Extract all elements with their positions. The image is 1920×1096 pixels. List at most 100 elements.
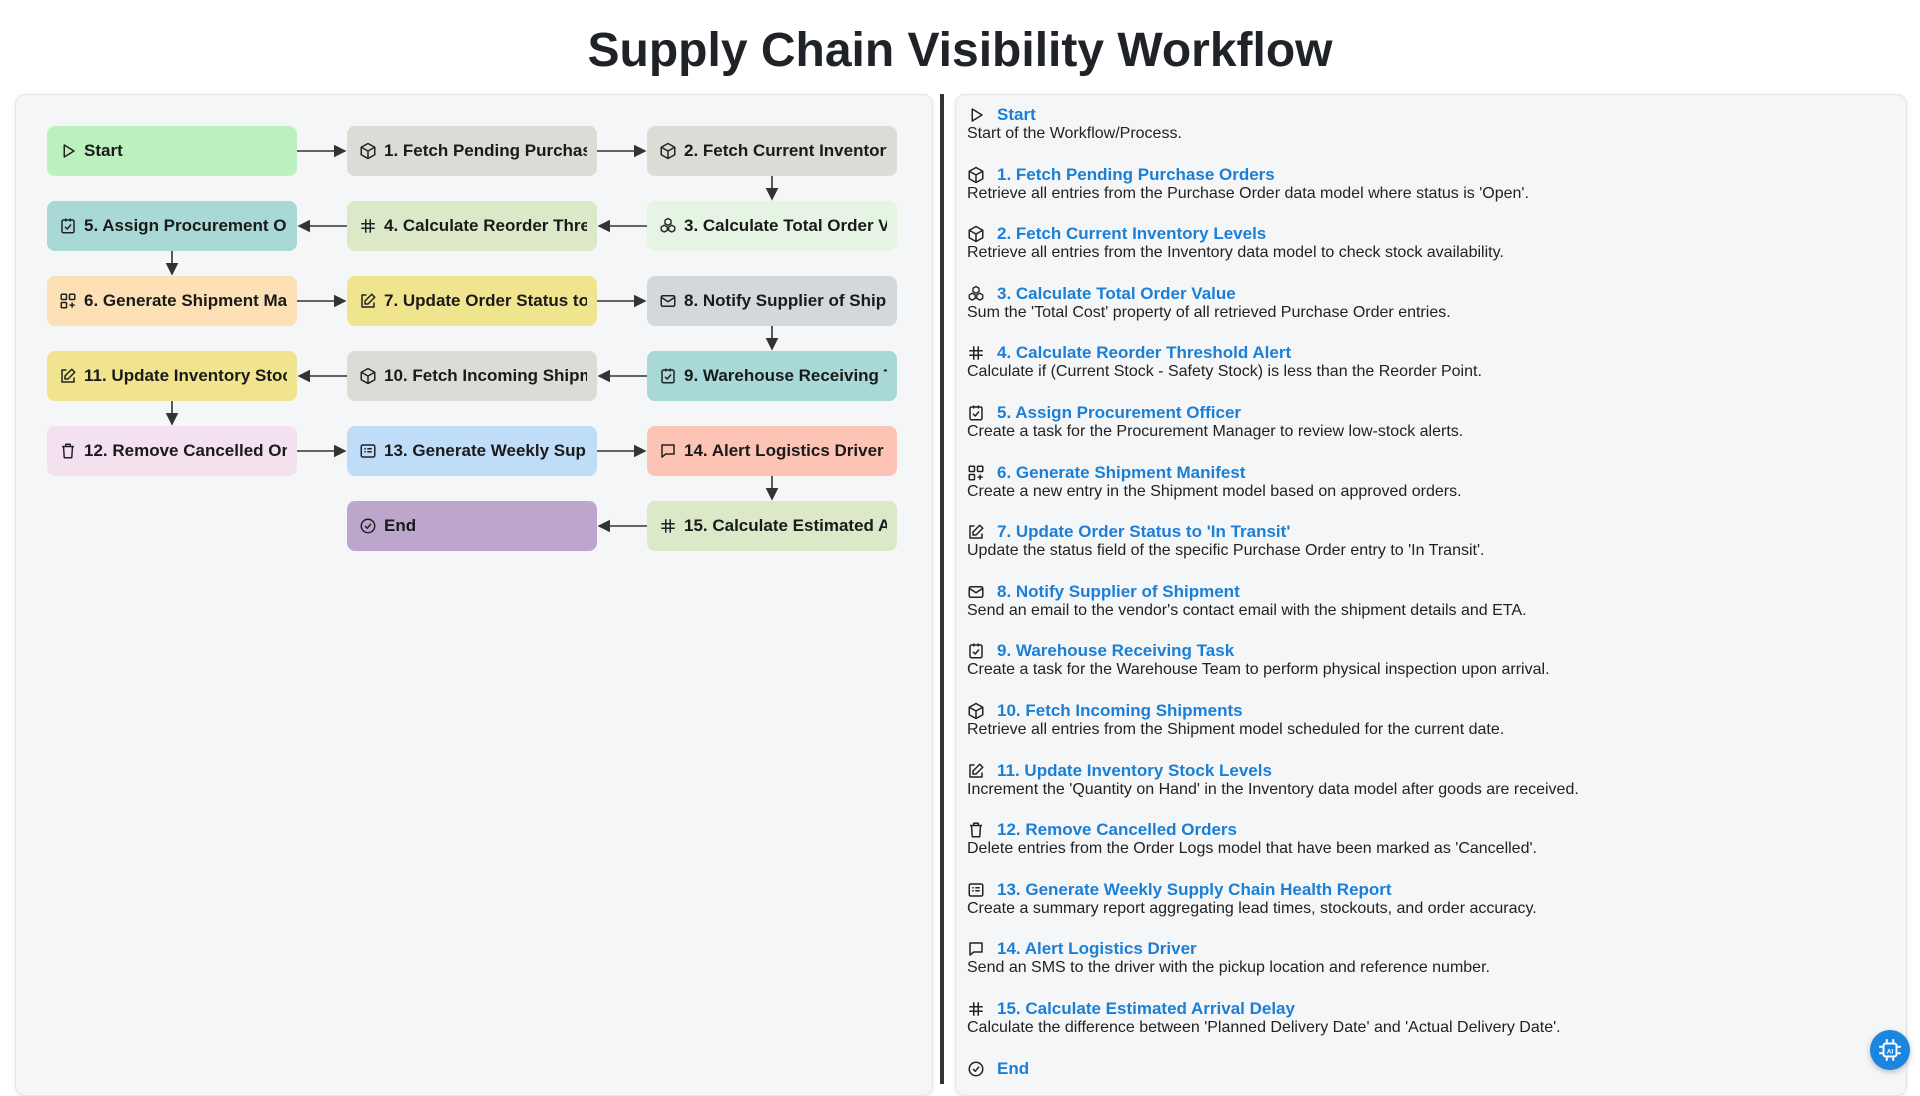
step-title-link[interactable]: 7. Update Order Status to 'In Transit'	[997, 522, 1291, 542]
cube-icon	[359, 367, 377, 385]
step-title-link[interactable]: 15. Calculate Estimated Arrival Delay	[997, 999, 1295, 1018]
step-description: Update the status field of the specific …	[967, 542, 1485, 560]
flow-node-n1[interactable]: 1. Fetch Pending Purchase Orders	[347, 126, 597, 176]
flow-node-n10[interactable]: 10. Fetch Incoming Shipments	[347, 351, 597, 401]
step-title-link[interactable]: 14. Alert Logistics Driver	[997, 939, 1197, 959]
flow-node-label: 1. Fetch Pending Purchase Orders	[384, 141, 587, 160]
step-description: Retrieve all entries from the Inventory …	[967, 244, 1504, 262]
step-header: 5. Assign Procurement Officer	[967, 402, 1463, 424]
flow-node-n12[interactable]: 12. Remove Cancelled Orders	[47, 426, 297, 476]
flow-node-n15[interactable]: 15. Calculate Estimated Arrival Delay	[647, 501, 897, 551]
step-title-link[interactable]: 4. Calculate Reorder Threshold Alert	[997, 343, 1292, 363]
flow-node-label: 15. Calculate Estimated Arrival Delay	[684, 516, 887, 535]
step-title-link[interactable]: 5. Assign Procurement Officer	[997, 403, 1242, 422]
step-item: 7. Update Order Status to 'In Transit'Up…	[967, 521, 1484, 560]
flow-node-n3[interactable]: 3. Calculate Total Order Value	[647, 201, 897, 251]
step-header: 2. Fetch Current Inventory Levels	[967, 223, 1504, 245]
step-description: Retrieve all entries from the Shipment m…	[967, 721, 1505, 738]
step-header: 4. Calculate Reorder Threshold Alert	[967, 342, 1482, 364]
report-icon	[967, 881, 985, 899]
grid-plus-icon	[59, 292, 77, 310]
step-title-link[interactable]: 1. Fetch Pending Purchase Orders	[997, 164, 1275, 184]
step-title-link[interactable]: 9. Warehouse Receiving Task	[997, 641, 1235, 661]
check-circle-icon	[359, 517, 377, 535]
flow-node-label: 5. Assign Procurement Officer	[84, 216, 287, 235]
flow-node-label: End	[384, 516, 417, 535]
page-title: Supply Chain Visibility Workflow	[587, 24, 1333, 77]
step-description: Sum the 'Total Cost' property of all ret…	[967, 303, 1451, 321]
flow-node-n8[interactable]: 8. Notify Supplier of Shipment	[647, 276, 897, 326]
flow-node-n5[interactable]: 5. Assign Procurement Officer	[47, 201, 297, 251]
ai-assistant-button[interactable]: AI	[1870, 1030, 1910, 1070]
step-header: 7. Update Order Status to 'In Transit'	[967, 521, 1484, 543]
step-title-link[interactable]: 12. Remove Cancelled Orders	[997, 820, 1238, 840]
step-title-link[interactable]: 13. Generate Weekly Supply Chain Health …	[997, 879, 1392, 899]
cube-icon	[967, 702, 985, 720]
step-description: Calculate if (Current Stock - Safety Sto…	[967, 363, 1482, 381]
step-title-link[interactable]: Start	[997, 105, 1036, 124]
flow-node-n4[interactable]: 4. Calculate Reorder Threshold Alert	[347, 201, 597, 251]
ai-chip-icon: AI	[1877, 1037, 1903, 1063]
flow-node-n9[interactable]: 9. Warehouse Receiving Task	[647, 351, 897, 401]
flow-node-label: Start	[84, 141, 123, 160]
step-header: End	[967, 1058, 1029, 1080]
flow-node-label: 10. Fetch Incoming Shipments	[384, 366, 587, 385]
step-header: 13. Generate Weekly Supply Chain Health …	[967, 879, 1537, 901]
mail-icon	[967, 583, 985, 601]
check-circle-icon	[967, 1060, 985, 1078]
step-header: 1. Fetch Pending Purchase Orders	[967, 164, 1529, 186]
flow-node-n6[interactable]: 6. Generate Shipment Manifest	[47, 276, 297, 326]
flow-node-start[interactable]: Start	[47, 126, 297, 176]
flow-node-label: 8. Notify Supplier of Shipment	[684, 291, 887, 310]
flow-node-label: 3. Calculate Total Order Value	[684, 216, 887, 235]
flow-node-label: 9. Warehouse Receiving Task	[684, 366, 887, 385]
step-description: Send an email to the vendor's contact em…	[967, 601, 1527, 619]
hash-icon	[659, 517, 677, 535]
flow-node-n7[interactable]: 7. Update Order Status to 'In Transit'	[347, 276, 597, 326]
play-icon	[59, 142, 77, 160]
edit-icon	[967, 762, 985, 780]
flow-node-label: 4. Calculate Reorder Threshold Alert	[384, 216, 587, 235]
step-title-link[interactable]: 10. Fetch Incoming Shipments	[997, 701, 1243, 720]
task-check-icon	[967, 642, 985, 660]
step-title-link[interactable]: End	[997, 1058, 1030, 1078]
step-description: Send an SMS to the driver with the picku…	[967, 959, 1490, 977]
step-title-link[interactable]: 6. Generate Shipment Manifest	[997, 462, 1246, 482]
chat-icon	[659, 442, 677, 460]
flow-node-label: 12. Remove Cancelled Orders	[84, 441, 287, 460]
flowchart-panel	[15, 94, 933, 1096]
grid-plus-icon	[967, 464, 985, 482]
step-description: Create a task for the Procurement Manage…	[967, 423, 1464, 440]
flow-node-n14[interactable]: 14. Alert Logistics Driver	[647, 426, 897, 476]
step-description: Delete entries from the Order Logs model…	[967, 840, 1537, 858]
step-title-link[interactable]: 8. Notify Supplier of Shipment	[997, 581, 1240, 601]
flow-node-end[interactable]: End	[347, 501, 597, 551]
step-title-link[interactable]: 2. Fetch Current Inventory Levels	[997, 224, 1267, 244]
trash-icon	[59, 442, 77, 460]
panel-divider[interactable]	[940, 94, 944, 1084]
flow-node-n2[interactable]: 2. Fetch Current Inventory Levels	[647, 126, 897, 176]
step-header: Start	[967, 104, 1182, 126]
step-header: 11. Update Inventory Stock Levels	[967, 760, 1579, 782]
step-title-link[interactable]: 3. Calculate Total Order Value	[997, 283, 1236, 303]
play-icon	[967, 106, 985, 124]
flow-node-label: 11. Update Inventory Stock Levels	[84, 366, 287, 385]
step-description: Create a summary report aggregating lead…	[967, 899, 1537, 917]
step-header: 8. Notify Supplier of Shipment	[967, 581, 1527, 603]
edit-icon	[59, 367, 77, 385]
flow-node-n11[interactable]: 11. Update Inventory Stock Levels	[47, 351, 297, 401]
cube-icon	[967, 166, 985, 184]
flow-node-n13[interactable]: 13. Generate Weekly Supply Chain Health …	[347, 426, 597, 476]
trash-icon	[967, 821, 985, 839]
step-title-link[interactable]: 11. Update Inventory Stock Levels	[997, 760, 1272, 780]
step-header: 10. Fetch Incoming Shipments	[967, 700, 1504, 722]
